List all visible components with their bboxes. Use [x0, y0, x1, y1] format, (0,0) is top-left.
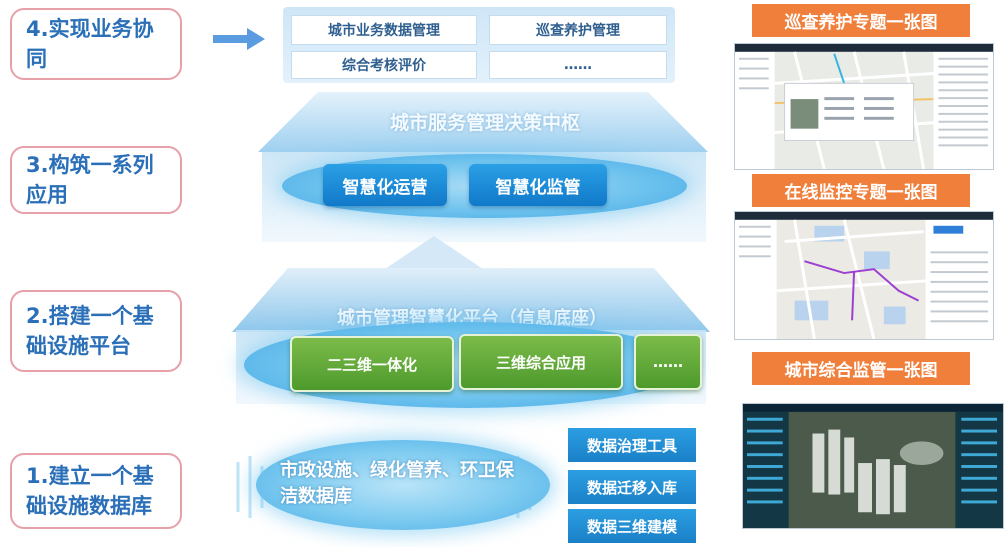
business-item-more: ……	[489, 51, 667, 79]
step-1-text: 1.建立一个基础设施数据库	[26, 464, 154, 518]
city-3d-dashboard-image	[743, 404, 1003, 528]
module-more: ……	[634, 334, 702, 390]
panel-label-inspection: 巡查养护专题一张图	[752, 4, 970, 37]
platform-tier-cap	[232, 268, 710, 332]
city-3d-dashboard-thumbnail	[742, 403, 1004, 529]
app-smart-supervision: 智慧化监管	[469, 164, 607, 206]
business-item-evaluation: 综合考核评价	[291, 51, 477, 79]
module-2d3d-integration: 二三维一体化	[290, 336, 454, 392]
database-ellipse	[256, 440, 550, 530]
decision-tier-cap	[258, 92, 708, 152]
inspection-map-thumbnail	[734, 43, 994, 170]
tool-data-migration: 数据迁移入库	[568, 470, 696, 504]
step-4-label: 4.实现业务协同	[10, 8, 182, 80]
right-arrow-icon	[213, 28, 265, 50]
module-3d-application: 三维综合应用	[459, 334, 623, 390]
tool-3d-modeling: 数据三维建模	[568, 509, 696, 543]
step-3-label: 3.构筑一系列应用	[10, 146, 182, 214]
panel-label-monitoring: 在线监控专题一张图	[752, 174, 970, 207]
decision-tier-title: 城市服务管理决策中枢	[389, 112, 580, 134]
step-3-text: 3.构筑一系列应用	[26, 153, 154, 207]
panel-label-comprehensive: 城市综合监管一张图	[752, 352, 970, 385]
business-item-inspection: 巡查养护管理	[489, 15, 667, 45]
tool-data-governance: 数据治理工具	[568, 428, 696, 462]
app-smart-operation: 智慧化运营	[323, 164, 447, 206]
step-1-label: 1.建立一个基础设施数据库	[10, 453, 182, 529]
monitoring-map-thumbnail	[734, 211, 994, 340]
step-2-text: 2.搭建一个基础设施平台	[26, 304, 154, 358]
step-2-label: 2.搭建一个基础设施平台	[10, 290, 182, 372]
inspection-map-image	[735, 44, 993, 169]
business-item-data-management: 城市业务数据管理	[291, 15, 477, 45]
monitoring-map-image	[735, 212, 993, 339]
step-4-text: 4.实现业务协同	[26, 17, 154, 71]
database-title: 市政设施、绿化管养、环卫保洁数据库	[280, 460, 514, 507]
